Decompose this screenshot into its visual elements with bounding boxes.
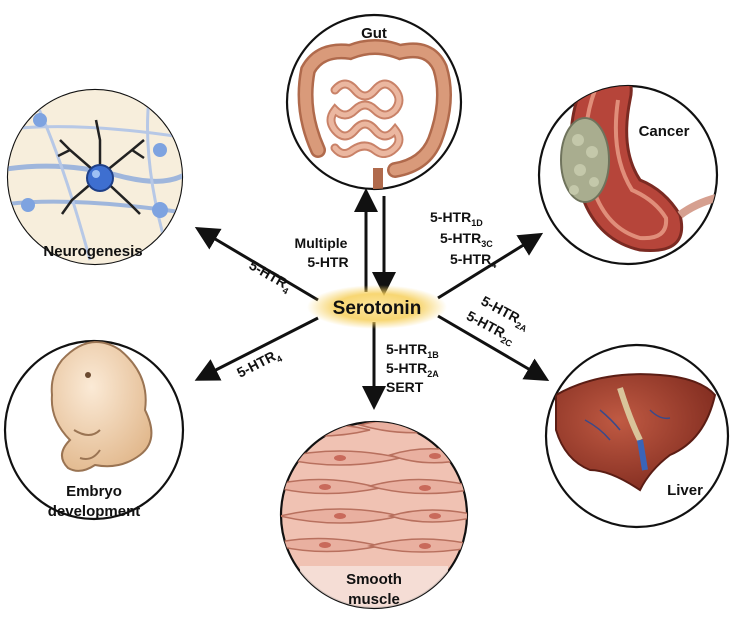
cancer-edge-1-base: 5-HTR [440,230,481,246]
embryo-edge-base: 5-HTR [234,348,278,381]
neurogenesis-edge-sub: 4 [281,285,290,296]
liver-edge-1-sub: 2C [499,335,514,349]
smooth-muscle-title-line1: Smooth [346,571,402,588]
svg-text:SERT: SERT [386,379,424,395]
arrow-to-neurogenesis [194,226,319,302]
cancer-edge-0-sub: 1D [471,218,483,228]
gut-node: Gut [285,13,463,191]
serotonin-glow [307,285,447,329]
cancer-edge-labels: 5-HTR1D 5-HTR3C 5-HTR4 [430,209,496,270]
svg-text:5-HTR4: 5-HTR4 [450,251,496,270]
colon-tumor-icon [560,86,717,253]
serotonin-center: Serotonin [307,285,447,329]
arrow-to-embryo [194,316,319,381]
cancer-edge-1-sub: 3C [481,239,493,249]
liver-edge-labels: 5-HTR2A 5-HTR2C [464,293,529,350]
smooth-muscle-node: Smooth muscle [279,420,469,610]
muscle-cells-icon [281,422,467,608]
arrow-to-cancer [437,232,544,300]
liver-edge-0-sub: 2A [514,320,529,334]
neurogenesis-edge-base: 5-HTR [247,257,291,291]
cancer-edge-2-sub: 4 [491,260,496,270]
gut-edge-line2: 5-HTR [307,254,348,270]
embryo-edge-sub: 4 [275,353,284,364]
smooth-muscle-edge-labels: 5-HTR1B 5-HTR2A SERT [386,341,439,395]
embryo-title-line1: Embryo [66,483,122,500]
neurogenesis-edge-label: 5-HTR4 [245,257,295,297]
intestine-icon [297,39,452,189]
cancer-title: Cancer [639,123,690,140]
liver-icon [555,373,717,492]
arrow-to-liver [437,314,550,382]
gut-title: Gut [361,25,387,42]
neuron-icon [8,90,182,264]
muscle-edge-0-base: 5-HTR [386,341,427,357]
svg-text:5-HTR1D: 5-HTR1D [430,209,483,228]
svg-text:5-HTR4: 5-HTR4 [245,257,295,297]
svg-text:5-HTR1B: 5-HTR1B [386,341,439,360]
muscle-edge-2-base: SERT [386,379,424,395]
tumor-mass [560,117,610,203]
muscle-edge-0-sub: 1B [427,350,439,360]
smooth-muscle-title-line2: muscle [348,591,400,608]
neurogenesis-node: Neurogenesis [6,88,184,266]
cancer-edge-2-base: 5-HTR [450,251,491,267]
gut-edge-line1: Multiple [295,235,348,251]
liver-title: Liver [667,482,703,499]
cancer-edge-0-base: 5-HTR [430,209,471,225]
muscle-edge-1-base: 5-HTR [386,360,427,376]
embryo-icon [50,341,153,472]
embryo-node: Embryo development [3,339,185,521]
embryo-title-line2: development [48,503,141,520]
arrows [194,188,550,410]
muscle-edge-1-sub: 2A [427,369,439,379]
serotonin-label: Serotonin [333,298,422,319]
svg-text:5-HTR4: 5-HTR4 [234,345,284,383]
liver-node: Liver [544,343,730,529]
svg-text:5-HTR3C: 5-HTR3C [440,230,493,249]
embryo-edge-label: 5-HTR4 [234,345,284,383]
neurogenesis-title: Neurogenesis [43,243,142,260]
cancer-node: Cancer [537,84,719,266]
svg-text:5-HTR2A: 5-HTR2A [386,360,439,379]
